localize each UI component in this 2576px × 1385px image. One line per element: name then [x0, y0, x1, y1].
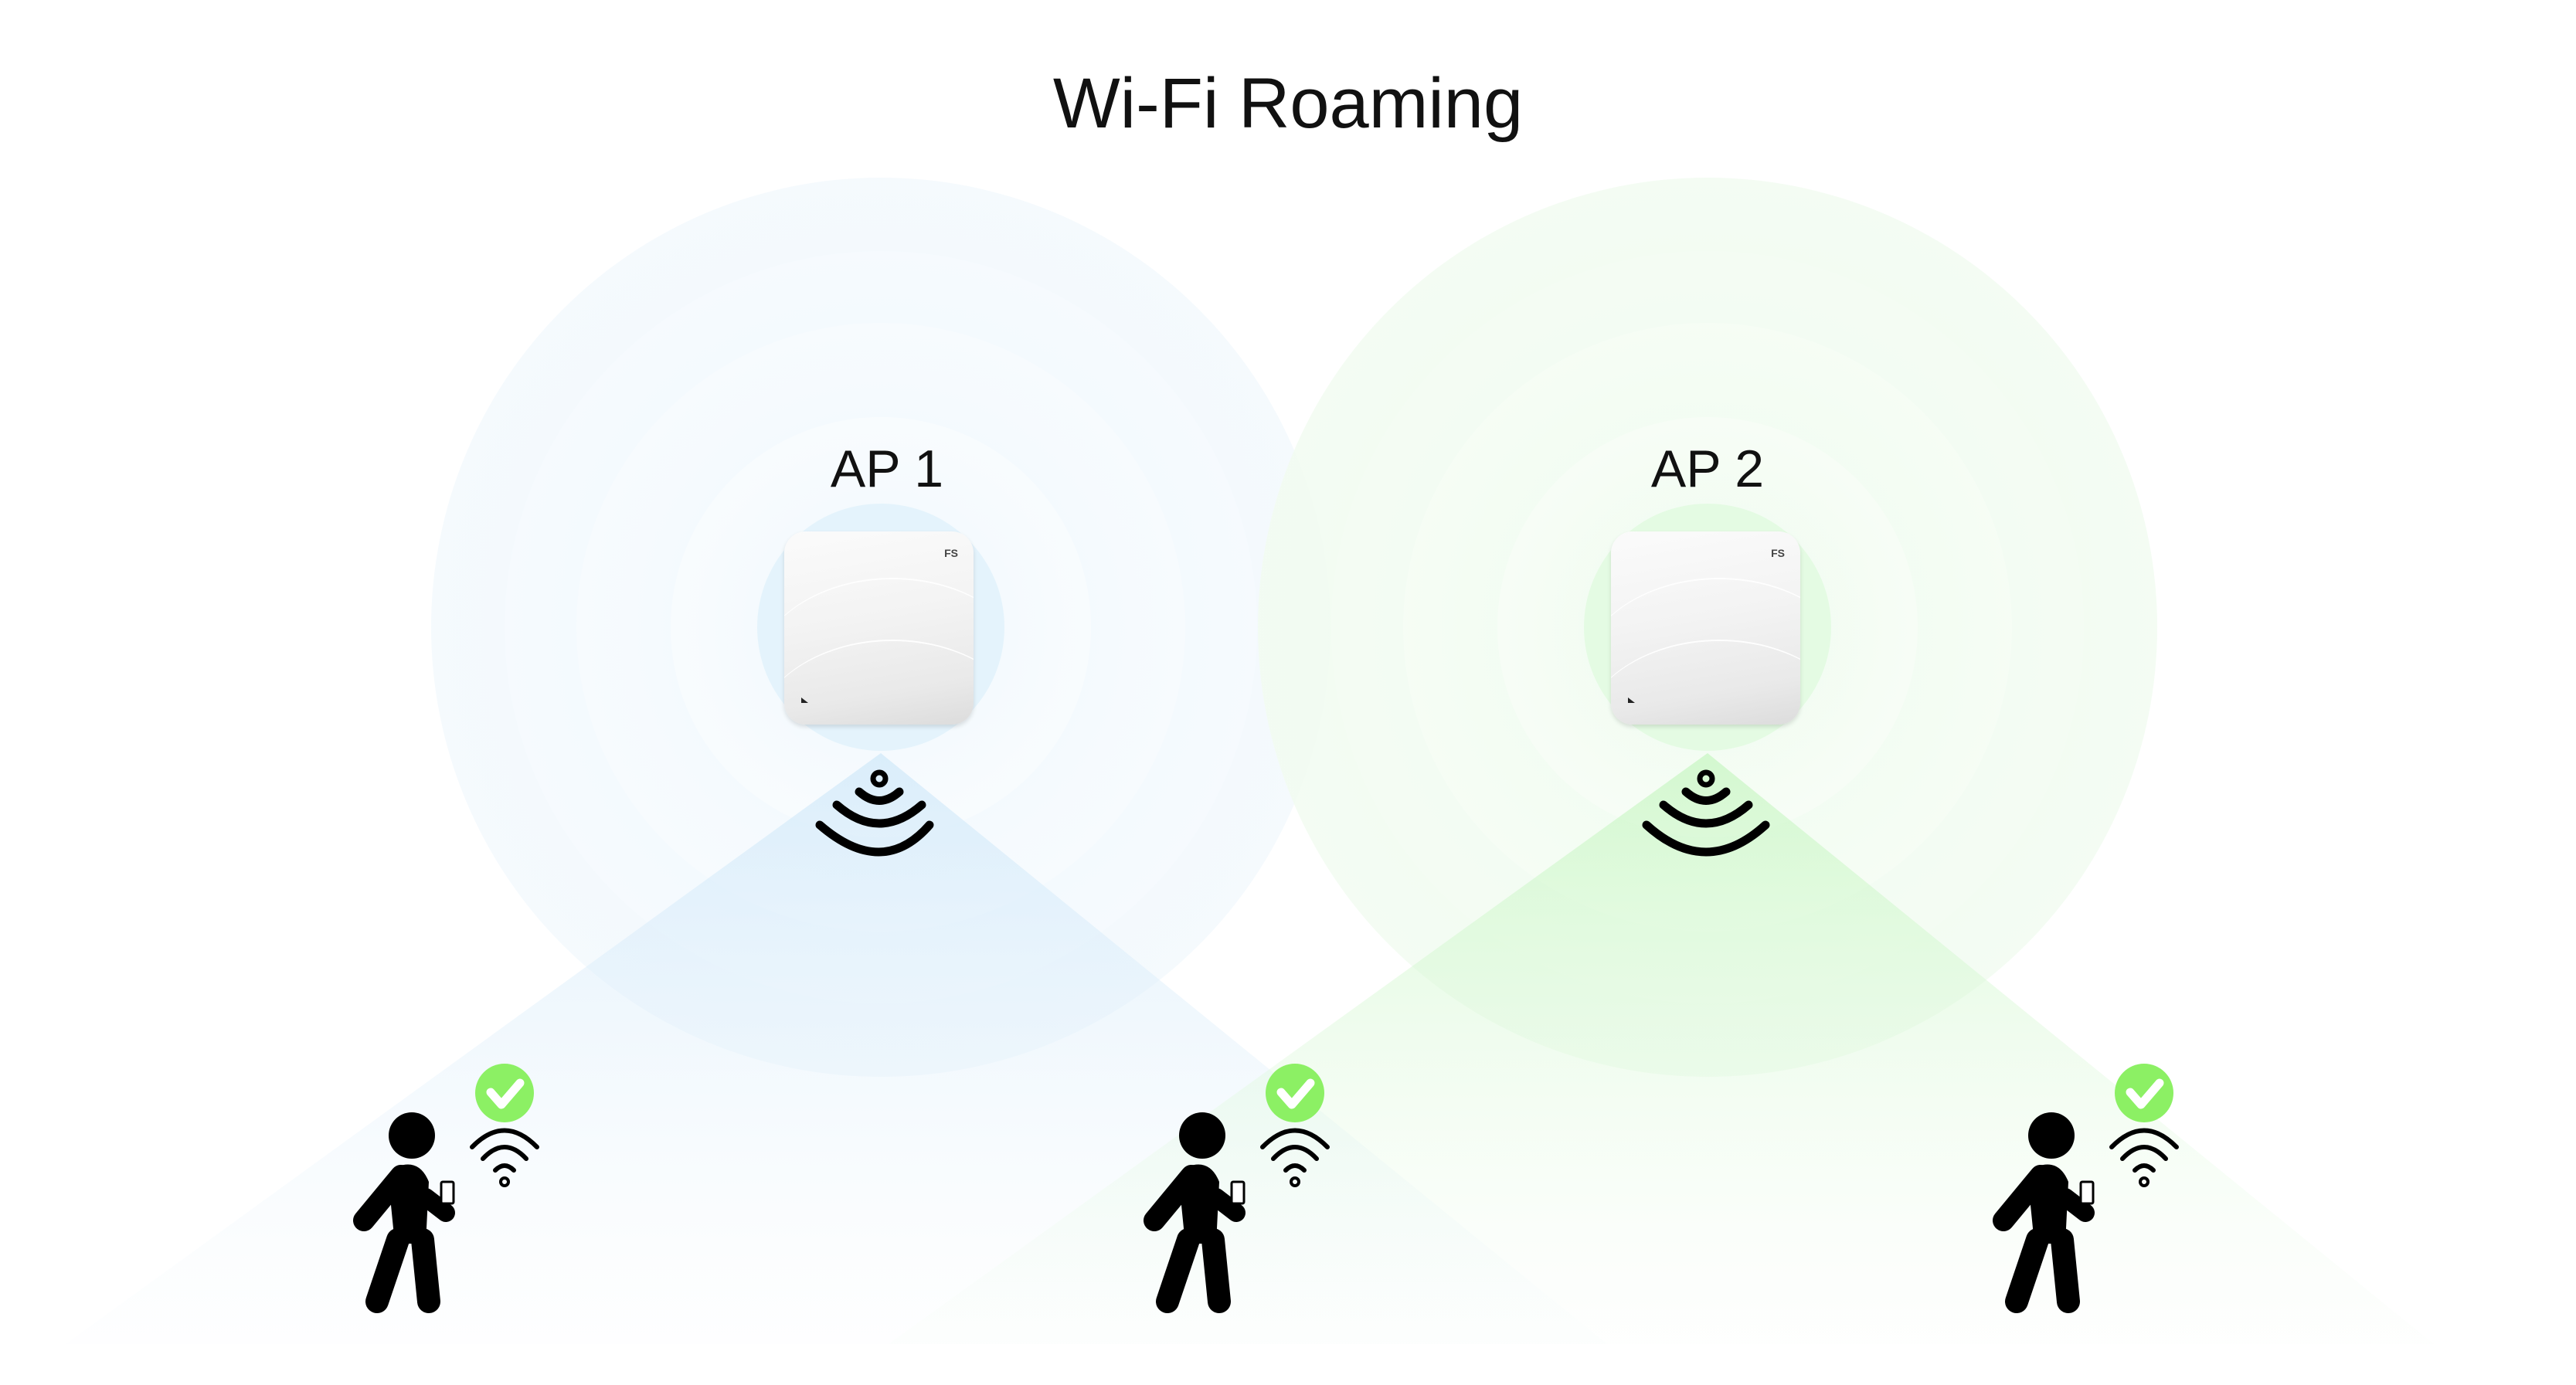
ap2-broadcast-icon [1642, 769, 1770, 857]
wifi-icon [470, 1128, 539, 1187]
walking-person-icon [1144, 1112, 1246, 1313]
wifi-icon [1260, 1128, 1330, 1187]
check-icon [475, 1064, 534, 1122]
ap2-label: AP 2 [1650, 440, 1765, 498]
wifi-icon [2109, 1128, 2179, 1187]
client-2 [1144, 1064, 1330, 1313]
walking-person-icon [1993, 1112, 2095, 1313]
led-indicator-icon [801, 698, 808, 703]
client-1 [353, 1064, 539, 1313]
ap1-broadcast-icon [815, 769, 934, 857]
ap1-label: AP 1 [830, 440, 944, 498]
walking-person-icon [353, 1112, 455, 1313]
ap1-device: FS [784, 531, 974, 725]
led-indicator-icon [1628, 698, 1635, 703]
check-icon [2115, 1064, 2173, 1122]
diagram-title: Wi-Fi Roaming [1052, 64, 1524, 143]
check-icon [1266, 1064, 1324, 1122]
brand-logo: FS [1771, 547, 1785, 559]
client-3 [1993, 1064, 2179, 1313]
brand-logo: FS [944, 547, 958, 559]
ap2-device: FS [1611, 531, 1800, 725]
